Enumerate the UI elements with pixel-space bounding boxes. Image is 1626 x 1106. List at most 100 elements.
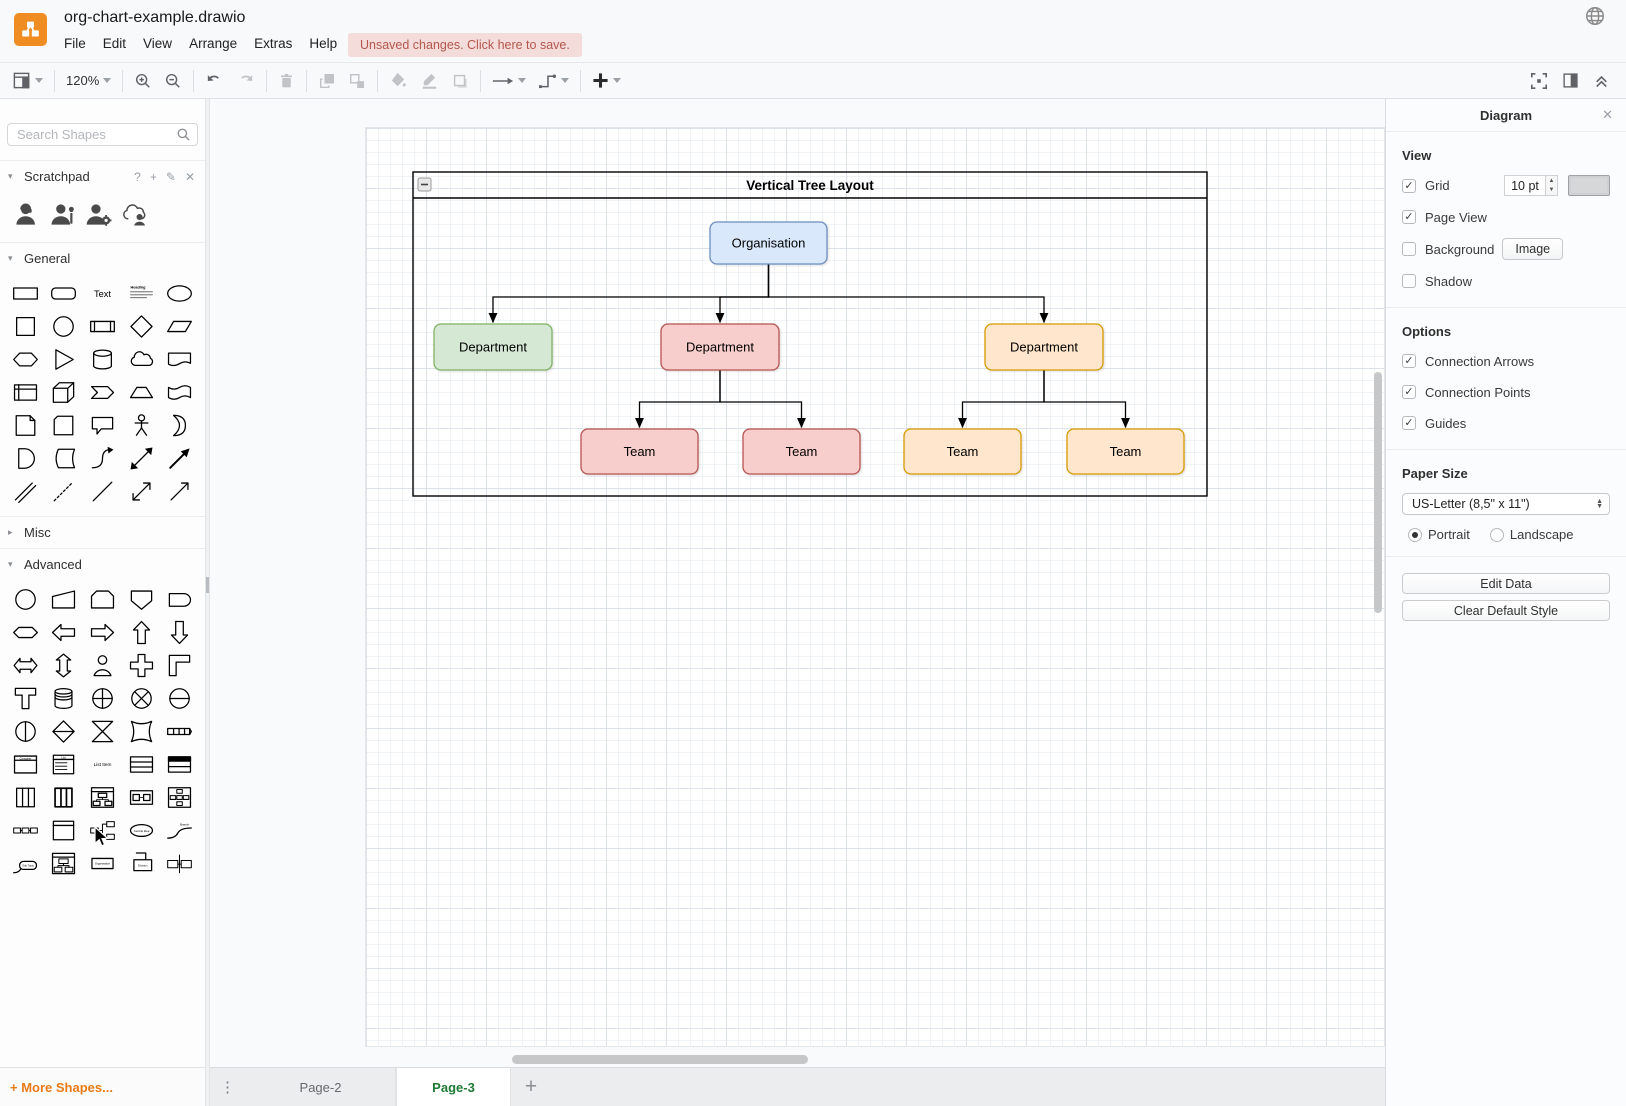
connection-arrows-checkbox[interactable] — [1402, 354, 1416, 368]
shape-rectangle[interactable] — [6, 277, 45, 310]
clear-default-style-button[interactable]: Clear Default Style — [1402, 600, 1610, 621]
edit-data-button[interactable]: Edit Data — [1402, 573, 1610, 594]
horizontal-scrollbar[interactable] — [512, 1055, 808, 1064]
shape-cross[interactable] — [122, 649, 161, 682]
page-tab-page-2[interactable]: Page-2 — [246, 1068, 396, 1106]
sidebar-resize-handle[interactable] — [205, 99, 210, 1106]
shape-list[interactable]: List — [45, 748, 84, 781]
shape-data-store[interactable] — [45, 682, 84, 715]
unsaved-changes-notice[interactable]: Unsaved changes. Click here to save. — [348, 33, 582, 57]
language-globe-icon[interactable] — [1584, 5, 1606, 27]
shape-dashed-line[interactable] — [45, 475, 84, 508]
shape-process[interactable] — [83, 310, 122, 343]
shape-bidirectional-connector[interactable] — [122, 475, 161, 508]
shape-preparation[interactable] — [6, 616, 45, 649]
canvas-page[interactable] — [365, 127, 1385, 1047]
grid-size-input[interactable] — [1504, 175, 1546, 196]
paper-size-select[interactable]: US-Letter (8,5" x 11") ▲▼ — [1402, 493, 1610, 515]
landscape-radio[interactable] — [1489, 527, 1504, 542]
search-shapes-input[interactable] — [7, 123, 198, 146]
insert-button[interactable] — [592, 72, 622, 89]
shape-cube[interactable] — [45, 376, 84, 409]
shape-cloud-user[interactable] — [118, 198, 150, 230]
shape-tee[interactable] — [6, 682, 45, 715]
shape-or[interactable] — [160, 409, 199, 442]
shape-textbox[interactable]: Heading — [122, 277, 161, 310]
delete-button[interactable] — [278, 72, 295, 90]
general-section-header[interactable]: ▾ General — [0, 242, 205, 274]
shape-arrow-down[interactable] — [160, 616, 199, 649]
shape-cross-functional[interactable] — [160, 781, 199, 814]
advanced-section-header[interactable]: ▾ Advanced — [0, 548, 205, 580]
fill-color-button[interactable] — [389, 71, 408, 90]
shape-arrow-up[interactable] — [122, 616, 161, 649]
shape-circle-vline[interactable] — [6, 715, 45, 748]
zoom-level-button[interactable]: 120% — [66, 73, 112, 88]
to-back-button[interactable] — [348, 72, 366, 90]
shape-vertical-tree[interactable] — [45, 847, 84, 880]
shape-vertical-container[interactable] — [45, 781, 84, 814]
shape-technician-person[interactable] — [46, 198, 78, 230]
shadow-checkbox[interactable] — [1402, 274, 1416, 288]
shadow-button[interactable] — [451, 72, 469, 90]
shape-or-junction[interactable] — [83, 682, 122, 715]
shape-table-header[interactable] — [160, 748, 199, 781]
page-tab-page-3[interactable]: Page-3 — [396, 1068, 511, 1106]
scratchpad-close-icon[interactable]: ✕ — [184, 169, 195, 184]
shape-cylinder[interactable] — [83, 343, 122, 376]
shape-branch[interactable]: Branch — [160, 814, 199, 847]
shape-switch[interactable] — [122, 715, 161, 748]
connection-style-button[interactable] — [492, 74, 527, 88]
shape-tape[interactable] — [160, 376, 199, 409]
more-shapes-button[interactable]: + More Shapes... — [10, 1079, 113, 1095]
connection-points-checkbox[interactable] — [1402, 385, 1416, 399]
shape-sub-topic[interactable]: Sub Topic — [6, 847, 45, 880]
shape-text[interactable]: Text — [83, 277, 122, 310]
shape-arrow[interactable] — [160, 442, 199, 475]
view-layout-button[interactable] — [12, 71, 43, 90]
portrait-radio[interactable] — [1408, 527, 1422, 542]
line-color-button[interactable] — [420, 71, 439, 90]
menu-view[interactable]: View — [143, 36, 173, 51]
close-icon[interactable]: ✕ — [1602, 107, 1613, 122]
shape-cloud[interactable] — [122, 343, 161, 376]
shape-linked-boxes[interactable] — [160, 847, 199, 880]
menu-edit[interactable]: Edit — [102, 36, 127, 51]
shape-collate[interactable] — [83, 715, 122, 748]
shape-user[interactable] — [83, 649, 122, 682]
shape-columns[interactable] — [6, 781, 45, 814]
shape-org-chart-layout[interactable] — [83, 781, 122, 814]
shape-parallelogram[interactable] — [160, 310, 199, 343]
shape-hexagon[interactable] — [6, 343, 45, 376]
zoom-out-button[interactable] — [164, 72, 182, 90]
shape-circle-hline[interactable] — [160, 682, 199, 715]
shape-square[interactable] — [6, 310, 45, 343]
shape-xor-junction[interactable] — [122, 682, 161, 715]
shape-arrow-left[interactable] — [45, 616, 84, 649]
shape-admin-person[interactable] — [82, 198, 114, 230]
shape-document[interactable] — [160, 343, 199, 376]
shape-central-idea[interactable]: Central Idea — [122, 814, 161, 847]
shape-sort[interactable] — [45, 715, 84, 748]
pages-menu-button[interactable]: ⋮ — [220, 1079, 236, 1096]
zoom-in-button[interactable] — [134, 72, 152, 90]
shape-horizontal-tree[interactable] — [83, 814, 122, 847]
scratchpad-add-icon[interactable]: + — [149, 169, 157, 184]
shape-data-storage[interactable] — [45, 442, 84, 475]
shape-rounded-rectangle[interactable] — [45, 277, 84, 310]
shape-arrow-vertical[interactable] — [45, 649, 84, 682]
scratchpad-help-icon[interactable]: ? — [134, 169, 141, 184]
misc-section-header[interactable]: ▸ Misc — [0, 516, 205, 548]
vertical-scrollbar[interactable] — [1374, 372, 1382, 613]
shape-step[interactable] — [83, 376, 122, 409]
shape-circle[interactable] — [45, 310, 84, 343]
shape-adv-ellipse[interactable] — [6, 583, 45, 616]
background-checkbox[interactable] — [1402, 242, 1416, 256]
grid-checkbox[interactable] — [1402, 178, 1416, 193]
shape-list-item[interactable]: List Item — [83, 748, 122, 781]
menu-help[interactable]: Help — [309, 36, 338, 51]
shape-display[interactable] — [160, 583, 199, 616]
shape-and[interactable] — [6, 442, 45, 475]
shape-segmented-pipe[interactable] — [160, 715, 199, 748]
shape-container[interactable]: Container — [6, 748, 45, 781]
